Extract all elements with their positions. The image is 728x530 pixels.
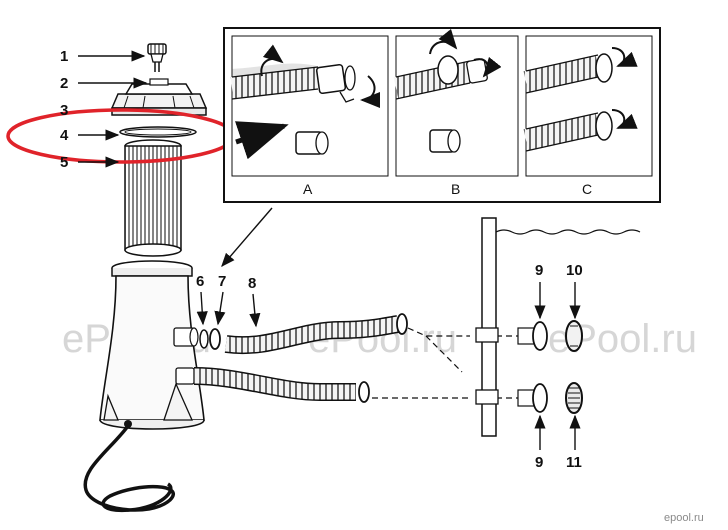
- callout-1: 1: [60, 48, 68, 65]
- watermark-corner: epool.ru: [664, 512, 704, 524]
- power-cord: [83, 424, 175, 513]
- callout-11: 11: [566, 454, 582, 471]
- callout-9-top: 9: [535, 262, 543, 279]
- air-release-valve-part: [147, 43, 167, 72]
- panel-a-label: A: [303, 181, 313, 197]
- callout-5: 5: [60, 154, 68, 171]
- strainer-fittings: [517, 320, 583, 414]
- inset-panel-a: A: [230, 35, 389, 197]
- callout-7: 7: [218, 273, 226, 290]
- callout-9-bottom: 9: [535, 454, 543, 471]
- o-ring-part: [119, 126, 197, 138]
- callout-4: 4: [60, 127, 69, 144]
- hose-clamps: [358, 313, 408, 403]
- inset-panel-c: C: [523, 35, 653, 197]
- callout-8: 8: [248, 275, 256, 292]
- clamp-part-7: [209, 328, 221, 350]
- water-surface: [495, 229, 641, 235]
- highlight-ellipse: [6, 108, 236, 164]
- inset-leader-line: [221, 207, 273, 268]
- filter-cartridge-part: [124, 139, 182, 257]
- callouts-middle: 6 7 8: [196, 273, 261, 328]
- callout-3: 3: [60, 102, 68, 119]
- pool-wall: [475, 217, 641, 437]
- connection-inset: A B C: [223, 27, 661, 203]
- pump-ports: [173, 327, 199, 385]
- seal-part-6: [199, 329, 209, 349]
- callouts-left: 1 2 3 4 5: [60, 48, 148, 171]
- inset-panel-b: B: [393, 28, 519, 197]
- callouts-right: 9 10 9 11: [534, 262, 583, 471]
- lower-hose: [193, 367, 356, 401]
- hose-part-8: [224, 315, 400, 355]
- callout-6: 6: [196, 273, 204, 290]
- panel-b-label: B: [451, 181, 460, 197]
- callout-10: 10: [566, 262, 583, 279]
- panel-c-label: C: [582, 181, 592, 197]
- callout-2: 2: [60, 75, 68, 92]
